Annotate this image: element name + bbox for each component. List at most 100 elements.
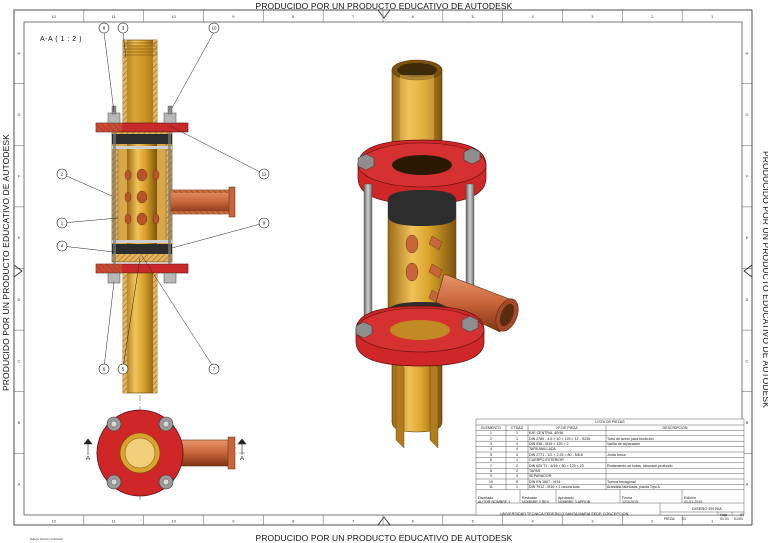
border-number: 12 [52, 14, 57, 19]
parts-list-cell: DIN 2780 - 4.5 × 40 × 125 × 12 - S235 [529, 436, 591, 441]
parts-list-header: DESCRIPCIÓN [662, 425, 688, 430]
parts-list-cell: Arandela fabricada, planta Tipo A [607, 485, 660, 490]
border-number: 8 [292, 519, 295, 524]
parts-list-cell: 9 [490, 474, 492, 479]
border-letter: D [18, 297, 21, 302]
parts-list-cell: 8 [516, 479, 518, 484]
border-number: 12 [52, 519, 57, 524]
border-letter: F [18, 174, 21, 179]
balloon-circle [258, 168, 270, 180]
border-number: 9 [232, 14, 235, 19]
parts-list-cell: 6 [490, 458, 492, 463]
border-number: 5 [472, 14, 475, 19]
parts-list-cell: SEPARADOR [529, 474, 552, 479]
sheet-label: Hoja [720, 513, 728, 517]
balloon-label: 3 [122, 26, 125, 31]
university-name: UNIVERSIDAD TECNICA FEDERICO SANTA MARIA… [500, 512, 629, 516]
footer-note: Dibujo Técnico Industrial [30, 537, 63, 541]
parts-list-cell: 2 [490, 436, 492, 441]
border-letter: E [746, 235, 749, 240]
border-letter: B [18, 420, 21, 425]
approved-label: Aprobado [558, 496, 574, 500]
watermark-top: PRODUCIDO POR UN PRODUCTO EDUCATIVO DE A… [255, 1, 513, 11]
section-view [95, 39, 236, 394]
parts-list-header: Nº DE PIEZA [556, 425, 578, 430]
parts-list-header: ELEMENTO [481, 425, 501, 430]
parts-list-cell: DIN EN 1667 - M16 [529, 479, 561, 484]
border-letter: F [746, 174, 749, 179]
parts-list-cell: 4 [516, 452, 518, 457]
border-letter: E [18, 235, 21, 240]
parts-list-cell: 4 [516, 447, 518, 452]
parts-list-cell: 2 [516, 463, 518, 468]
border-number: 1 [711, 519, 714, 524]
parts-list-cell: 7 [490, 463, 492, 468]
balloon-label: 8 [103, 26, 106, 31]
parts-list-cell: 1 [516, 485, 518, 490]
balloon-label: 6 [103, 367, 106, 372]
parts-list-cell: Tubo de acero para fundición [607, 436, 654, 441]
balloon-label: 9 [263, 221, 266, 226]
piece-value: 01 [682, 517, 686, 521]
balloon-circle [98, 363, 110, 375]
balloon-circle [56, 217, 68, 229]
balloon-circle [98, 22, 110, 34]
border-number: 7 [352, 14, 355, 19]
edition-short: 01 01 [720, 517, 729, 521]
balloon-circle [117, 363, 129, 375]
border-number: 3 [591, 14, 594, 19]
checked-value: NOMBRE 2 REV [522, 500, 550, 504]
sheet-value: 01 [740, 513, 744, 517]
isometric-view [355, 59, 519, 449]
approved-value: NOMBRE 3 APROB [558, 500, 591, 504]
parts-list-cell: 1 [516, 436, 518, 441]
border-letter: G [17, 112, 20, 117]
designed-label: Diseñado [478, 496, 494, 500]
border-number: 11 [112, 519, 117, 524]
parts-list-cell: DIN 936 - M16 × 125 × 2 [529, 441, 569, 446]
checked-label: Revisado [522, 496, 537, 500]
section-mark-left: A [86, 456, 91, 462]
border-number: 2 [651, 14, 654, 19]
border-number: 2 [651, 519, 654, 524]
center-marks [13, 9, 753, 526]
border-letter: A [18, 482, 21, 487]
border-number: 4 [531, 14, 534, 19]
balloon-circle [208, 22, 220, 34]
parts-list-title: LISTA DE PIEZAS [595, 420, 625, 424]
border-letter: D [746, 297, 749, 302]
balloon-label: 1 [61, 221, 64, 226]
parts-list-cell: 10 [489, 479, 493, 484]
balloon-label: 7 [213, 367, 216, 372]
border-letter: C [746, 358, 749, 363]
border-number: 8 [292, 14, 295, 19]
parts-list-cell: DIN 625 T1 - 6/16 × 80 × 125 × 23 [529, 463, 584, 468]
drawing-name: DISEÑO EN N/A [692, 507, 722, 511]
border-letter: C [18, 358, 21, 363]
border-number: 6 [412, 14, 415, 19]
balloon-circle [258, 217, 270, 229]
date-value: 12/3/2015 [622, 500, 638, 504]
parts-list-cell: 2 [516, 468, 518, 473]
watermark-bottom: PRODUCIDO POR UN PRODUCTO EDUCATIVO DE A… [255, 533, 513, 543]
parts-list-cell: 1 [516, 431, 518, 436]
parts-list-cell: 4 [516, 441, 518, 446]
border-number: 6 [412, 519, 415, 524]
date-label: Fecha [622, 496, 632, 500]
parts-list-header: CTDAD [510, 425, 524, 430]
parts-list-cell: TAPA ANILLADA [529, 447, 556, 452]
section-mark-right: A [240, 456, 245, 462]
border-number: 5 [472, 519, 475, 524]
border-number: 7 [352, 519, 355, 524]
piece-label: PIEZA: [664, 517, 676, 521]
parts-list-cell: Tuerca hexagonal [607, 479, 636, 484]
border-letter: G [745, 112, 748, 117]
designed-value: AUTOR NOMBRE 1 [478, 500, 511, 504]
parts-list-cell: 4 [516, 474, 518, 479]
balloon-label: 10 [211, 26, 217, 31]
parts-list-cell: DIN 2771 - 1/2 × 2,25 × 80 - 5/8-6 [529, 452, 583, 457]
edition-label: Edición [684, 496, 696, 500]
border-number: 10 [171, 14, 176, 19]
